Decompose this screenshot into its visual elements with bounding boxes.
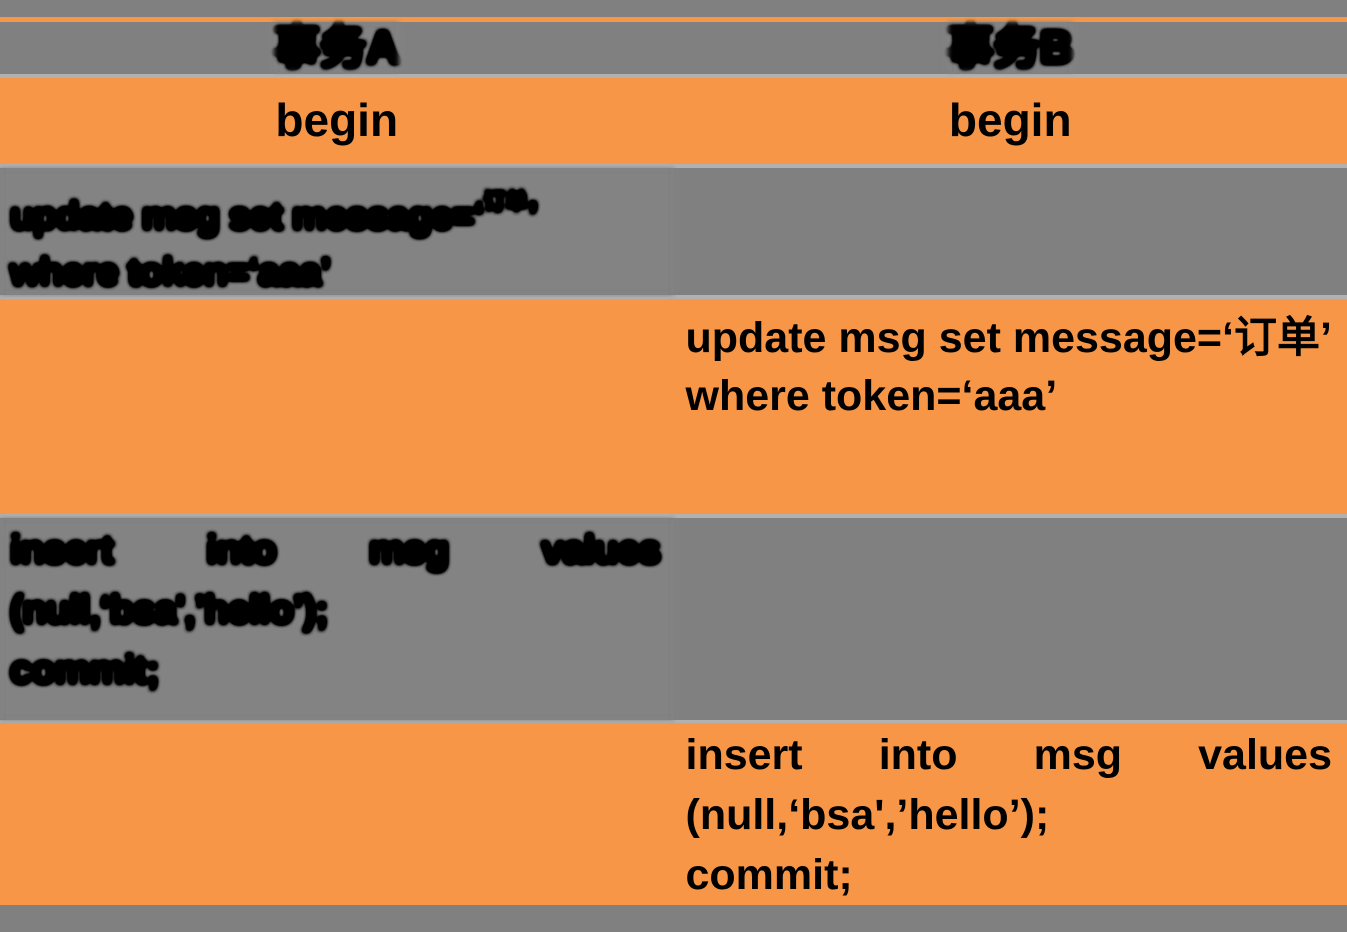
update-a-line1-prefix: update msg set message=‘ (10, 195, 484, 238)
update-b-sql-line1: update msg set message=‘订单’ (685, 314, 1332, 362)
update-b-sql-line2: where token=‘aaa’ (685, 372, 1058, 420)
insert-a-word-values: values (541, 528, 661, 572)
update-a-sql-line2: where token=‘aaa’ (10, 251, 331, 294)
insert-b-cell: insert into msg values (null,‘bsa',’hell… (674, 723, 1347, 905)
update-a-sql-line1: update msg set message=‘订单’ (10, 174, 674, 245)
insert-a-sql-line2: (null,‘bsa',’hello’); (10, 588, 328, 632)
header-label-transaction-b: 事务B (947, 21, 1073, 73)
row-separator (0, 514, 1347, 518)
begin-label-b: begin (948, 94, 1072, 146)
insert-a-word-insert: insert (10, 528, 114, 572)
begin-label-a: begin (275, 94, 399, 146)
begin-row: begin begin (0, 78, 1347, 164)
insert-a-cell: insert into msg values (null,‘bsa',’hell… (0, 518, 674, 720)
insert-row-transaction-a: insert into msg values (null,‘bsa',’hell… (0, 518, 1347, 720)
insert-a-sql: insert into msg values (null,‘bsa',’hell… (0, 518, 674, 720)
row-separator (0, 720, 1347, 723)
insert-b-empty-cell (0, 723, 674, 905)
insert-a-word-msg: msg (368, 528, 449, 572)
insert-b-sql-line1: insert into msg values (686, 725, 1333, 785)
insert-a-empty-cell (674, 518, 1347, 720)
update-b-sql: update msg set message=‘订单’ where token=… (674, 299, 1347, 425)
insert-a-sql-line3: commit; (10, 648, 160, 692)
insert-a-word-into: into (206, 528, 276, 572)
header-cell-transaction-a: 事务A (0, 22, 674, 74)
top-bar (0, 0, 1347, 17)
insert-b-word-insert: insert (685, 731, 803, 779)
update-a-empty-cell (674, 168, 1347, 295)
insert-a-sql-line1: insert into msg values (10, 520, 661, 580)
update-row-transaction-b: update msg set message=‘订单’ where token=… (0, 299, 1347, 514)
update-row-transaction-a: update msg set message=‘订单’ where token=… (0, 168, 1347, 295)
insert-row-transaction-b: insert into msg values (null,‘bsa',’hell… (0, 723, 1347, 905)
update-a-line1-cjk: 订单 (483, 189, 528, 214)
insert-b-sql-line3: commit; (685, 851, 853, 899)
begin-cell-a: begin (0, 78, 674, 164)
insert-b-word-values: values (1198, 731, 1332, 779)
update-a-line1-suffix: ’ (527, 195, 538, 238)
header-label-transaction-a: 事务A (274, 21, 400, 73)
insert-b-sql: insert into msg values (null,‘bsa',’hell… (674, 723, 1347, 905)
header-row: 事务A 事务B (0, 22, 1347, 74)
row-separator (0, 74, 1347, 78)
row-separator (0, 295, 1347, 299)
header-cell-transaction-b: 事务B (674, 22, 1347, 74)
insert-b-word-into: into (878, 731, 958, 779)
update-a-sql: update msg set message=‘订单’ where token=… (0, 168, 674, 295)
update-a-cell: update msg set message=‘订单’ where token=… (0, 168, 674, 295)
insert-b-sql-line2: (null,‘bsa',’hello’); (685, 791, 1050, 839)
insert-b-word-msg: msg (1033, 731, 1123, 779)
top-orange-rule (0, 17, 1347, 22)
update-b-empty-cell (0, 299, 674, 514)
row-separator (0, 164, 1347, 168)
begin-cell-b: begin (674, 78, 1347, 164)
update-b-cell: update msg set message=‘订单’ where token=… (674, 299, 1347, 514)
bottom-bar (0, 905, 1347, 932)
